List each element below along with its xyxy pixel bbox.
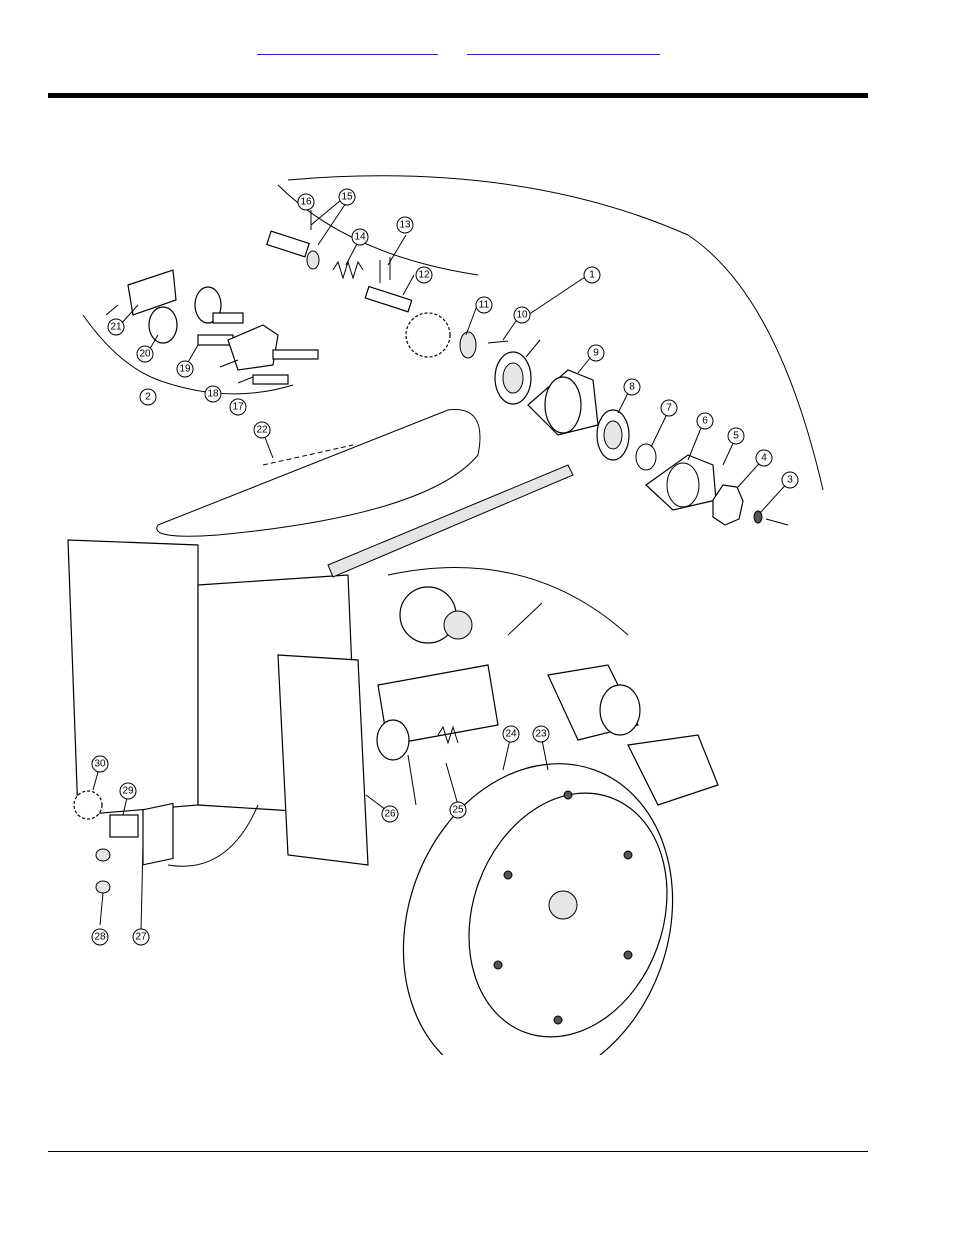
locking-collar-part [712,484,744,526]
header-link-2[interactable] [467,40,660,55]
svg-text:7: 7 [666,403,672,414]
svg-text:10: 10 [516,310,528,321]
svg-text:12: 12 [418,270,430,281]
svg-text:1: 1 [589,270,595,281]
spring-part [332,260,364,280]
svg-text:25: 25 [452,805,464,816]
svg-text:19: 19 [179,364,191,375]
wheel-hub-part [548,890,578,920]
pin-part [364,285,413,313]
svg-text:4: 4 [761,453,767,464]
callout-21: 21 [107,318,125,336]
svg-text:22: 22 [256,425,268,436]
callout-15: 15 [338,188,356,206]
svg-text:30: 30 [94,759,106,770]
callout-12: 12 [415,266,433,284]
callout-30: 30 [91,755,109,773]
callout-16: 16 [297,193,315,211]
callout-8: 8 [623,378,641,396]
header-rule [48,93,868,98]
callout-14: 14 [351,228,369,246]
svg-text:16: 16 [300,197,312,208]
callout-9: 9 [587,344,605,362]
callout-1: 1 [583,266,601,284]
svg-text:18: 18 [207,389,219,400]
side-plate-part [277,654,369,866]
callout-2: 2 [139,388,157,406]
retaining-ring-part [635,443,657,471]
footer-rule [48,1151,868,1152]
callout-26: 26 [381,805,399,823]
shaft-part [266,230,310,258]
callout-5: 5 [727,427,745,445]
callout-7: 7 [660,399,678,417]
callout-3: 3 [781,471,799,489]
svg-text:5: 5 [733,431,739,442]
svg-text:20: 20 [139,349,151,360]
exploded-view-boundary [287,175,824,491]
svg-text:26: 26 [384,809,396,820]
flange-plate-part [645,454,717,511]
callout-11: 11 [475,296,493,314]
idler-bracket-part [227,324,279,371]
roller-chain-part [262,444,354,466]
callout-25: 25 [449,801,467,819]
svg-text:13: 13 [399,220,411,231]
callout-29: 29 [119,782,137,800]
callout-19: 19 [176,360,194,378]
callout-23: 23 [532,725,550,743]
svg-text:11: 11 [479,300,490,311]
chain-view-boundary [156,409,481,537]
callout-10: 10 [513,306,531,324]
svg-text:6: 6 [702,416,708,427]
callout-24: 24 [502,725,520,743]
svg-text:21: 21 [110,322,122,333]
frame-mount-part [67,539,199,816]
callout-18: 18 [204,385,222,403]
header-link-1[interactable] [257,40,438,55]
callout-27: 27 [132,928,150,946]
callout-6: 6 [696,412,714,430]
callout-28: 28 [91,928,109,946]
callout-4: 4 [755,449,773,467]
svg-text:24: 24 [505,729,517,740]
drive-shaft-part [327,464,574,578]
mounting-plate-part [127,269,177,316]
callout-13: 13 [396,216,414,234]
svg-text:9: 9 [593,348,599,359]
svg-text:28: 28 [94,932,106,943]
parts-diagram: 1 2 3 4 5 6 7 8 9 10 11 12 13 14 15 16 1… [48,165,838,1087]
sub-assembly-boundary [82,314,294,395]
svg-text:29: 29 [122,786,134,797]
svg-text:15: 15 [341,192,353,203]
callout-22: 22 [253,421,271,439]
flange-bearing-part [142,802,174,866]
svg-text:8: 8 [629,382,635,393]
svg-text:23: 23 [535,729,547,740]
svg-text:3: 3 [787,475,793,486]
svg-text:17: 17 [232,402,244,413]
callout-20: 20 [136,345,154,363]
svg-text:14: 14 [354,232,366,243]
callout-17: 17 [229,398,247,416]
svg-text:27: 27 [135,932,147,943]
svg-text:2: 2 [145,392,151,403]
sprocket-part [405,312,451,358]
